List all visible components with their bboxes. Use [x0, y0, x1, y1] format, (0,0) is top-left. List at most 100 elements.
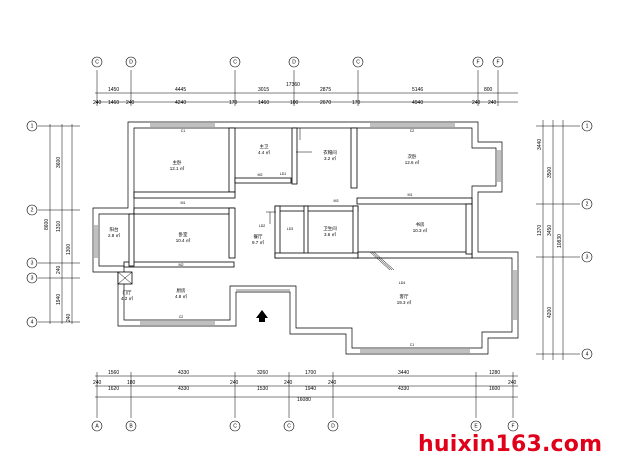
top-axis-label: F	[496, 59, 499, 65]
left-axis-bubbles: 1 2 3 3 4	[26, 120, 38, 328]
windows	[94, 123, 517, 353]
top-axis-label: C	[356, 59, 360, 65]
top-dim-r2-4: 4240	[175, 100, 186, 106]
room-area: 4.4 ㎡	[258, 149, 271, 155]
window-tag: C2	[410, 129, 415, 133]
right-axis-label: 4	[586, 351, 589, 357]
top-axis-label: F	[476, 59, 479, 65]
bottom-dim-r2: 1600	[489, 386, 500, 392]
interior-walls	[117, 127, 473, 285]
left-total-dim: 8600	[44, 219, 50, 230]
room-area: 4.8 ㎡	[175, 293, 188, 299]
room-name-master-bath: 主卫	[260, 143, 269, 149]
bottom-dim-r2: 240	[284, 380, 293, 386]
top-dim-3: 3015	[258, 87, 269, 93]
bottom-dim-r2: 240	[93, 380, 102, 386]
top-dim-2: 4445	[175, 87, 186, 93]
room-area: 12.6 ㎡	[405, 159, 420, 165]
room-area: 10.3 ㎡	[413, 227, 428, 233]
top-dim-r2-12: 240	[488, 100, 497, 106]
door-tag: LD3	[287, 227, 294, 231]
window-tag: C1	[410, 343, 415, 347]
room-name-bedroom: 卧室	[179, 231, 188, 238]
door-tag: LD4	[399, 281, 406, 285]
top-dim-r2-8: 2670	[320, 100, 331, 106]
top-dim-r2-1: 240	[93, 100, 102, 106]
top-axis-label: C	[95, 59, 99, 65]
bottom-axis-label: F	[511, 423, 514, 429]
top-total-dim: 17360	[286, 82, 300, 88]
right-dim: 4200	[547, 307, 553, 318]
left-axis-label: 3	[31, 275, 34, 281]
bottom-dim-r2: 240	[508, 380, 517, 386]
right-dim: 3500	[547, 167, 553, 178]
opening-tags: C1 C2 M1 M2 M1 M3 LD1 LD2 LD3 LD4 M2 C2 …	[179, 129, 415, 347]
bottom-total-dim: 16080	[297, 397, 311, 403]
bottom-dim-r2: 1530	[257, 386, 268, 392]
left-dim: 240	[66, 313, 72, 322]
left-axis-label: 1	[31, 123, 34, 129]
door-tag: M2	[179, 263, 184, 267]
bottom-dim-2: 4330	[178, 370, 189, 376]
right-axis-label: 2	[586, 201, 589, 207]
bottom-dim-r2: 240	[230, 380, 239, 386]
top-axis-bubbles: C D C D C F F	[91, 56, 504, 68]
door-tag: LD2	[259, 224, 266, 228]
bottom-axis-label: D	[331, 423, 335, 429]
door-tag: M1	[181, 201, 186, 205]
bottom-axis-label: E	[474, 423, 478, 429]
top-dim-r2-5: 170	[229, 100, 238, 106]
top-dim-r2-10: 4940	[412, 100, 423, 106]
room-name-closet: 衣帽间	[323, 149, 337, 156]
bottom-dimension-block: 1560 4330 3260 1700 3440 1280 240 1620 1…	[93, 370, 518, 418]
top-axis-label: C	[233, 59, 237, 65]
room-area: 19.3 ㎡	[397, 299, 412, 305]
top-dimension-block: 1450 4445 3015 2875 5146 800 17360 240 1…	[93, 70, 518, 106]
room-name-balcony: 阳台	[110, 226, 119, 233]
entry-and-details	[236, 128, 395, 322]
top-axis-label: D	[292, 59, 296, 65]
top-dim-r2-3: 240	[126, 100, 135, 106]
left-dim: 240	[56, 265, 62, 274]
door-tag: M3	[334, 199, 339, 203]
room-name-foyer: 门厅	[123, 289, 132, 296]
left-axis-label: 4	[31, 319, 34, 325]
left-dimension-block: 3600 1310 1300 240 1940 240 8600	[38, 124, 80, 324]
entrance-arrow-icon	[256, 310, 268, 322]
bottom-axis-label: C	[233, 423, 237, 429]
room-area: 3.2 ㎡	[324, 155, 337, 161]
bottom-dim-r2: 4330	[398, 386, 409, 392]
left-axis-label: 3	[31, 260, 34, 266]
bottom-dim-1: 1560	[108, 370, 119, 376]
window-tag: C1	[181, 129, 186, 133]
window-tag: C2	[179, 315, 184, 319]
left-dim: 1300	[66, 244, 72, 255]
top-dim-4: 2875	[320, 87, 331, 93]
right-axis-label: 3	[586, 254, 589, 260]
right-dim: 3450	[547, 225, 553, 236]
right-axis-label: 1	[586, 123, 589, 129]
top-dim-6: 800	[484, 87, 493, 93]
room-name-living: 客厅	[400, 293, 409, 300]
watermark: huixin163.com	[418, 432, 603, 457]
left-axis-label: 2	[31, 207, 34, 213]
top-dim-r2-9: 170	[352, 100, 361, 106]
top-dim-r2-2: 1460	[108, 100, 119, 106]
bottom-axis-bubbles: A B C C D E F	[91, 420, 519, 432]
top-dim-r2-7: 100	[290, 100, 299, 106]
room-name-dining: 餐厅	[254, 233, 263, 240]
room-area: 10.4 ㎡	[176, 237, 191, 243]
room-name-bathroom: 卫生间	[323, 225, 337, 232]
top-dim-5: 5146	[412, 87, 423, 93]
room-labels: 主卧 12.1 ㎡ 主卫 4.4 ㎡ 衣帽间 3.2 ㎡ 次卧 12.6 ㎡ 卫…	[108, 143, 428, 305]
room-name-second-bedroom: 次卧	[408, 153, 417, 160]
top-dim-r2-6: 1460	[258, 100, 269, 106]
room-area: 2.8 ㎡	[108, 232, 121, 238]
right-total-dim: 10830	[557, 234, 563, 248]
bottom-dim-r2: 240	[328, 380, 337, 386]
door-tag: LD1	[280, 172, 287, 176]
right-dim: 3440	[537, 139, 543, 150]
bottom-dim-3: 3260	[257, 370, 268, 376]
top-dim-1: 1450	[108, 87, 119, 93]
